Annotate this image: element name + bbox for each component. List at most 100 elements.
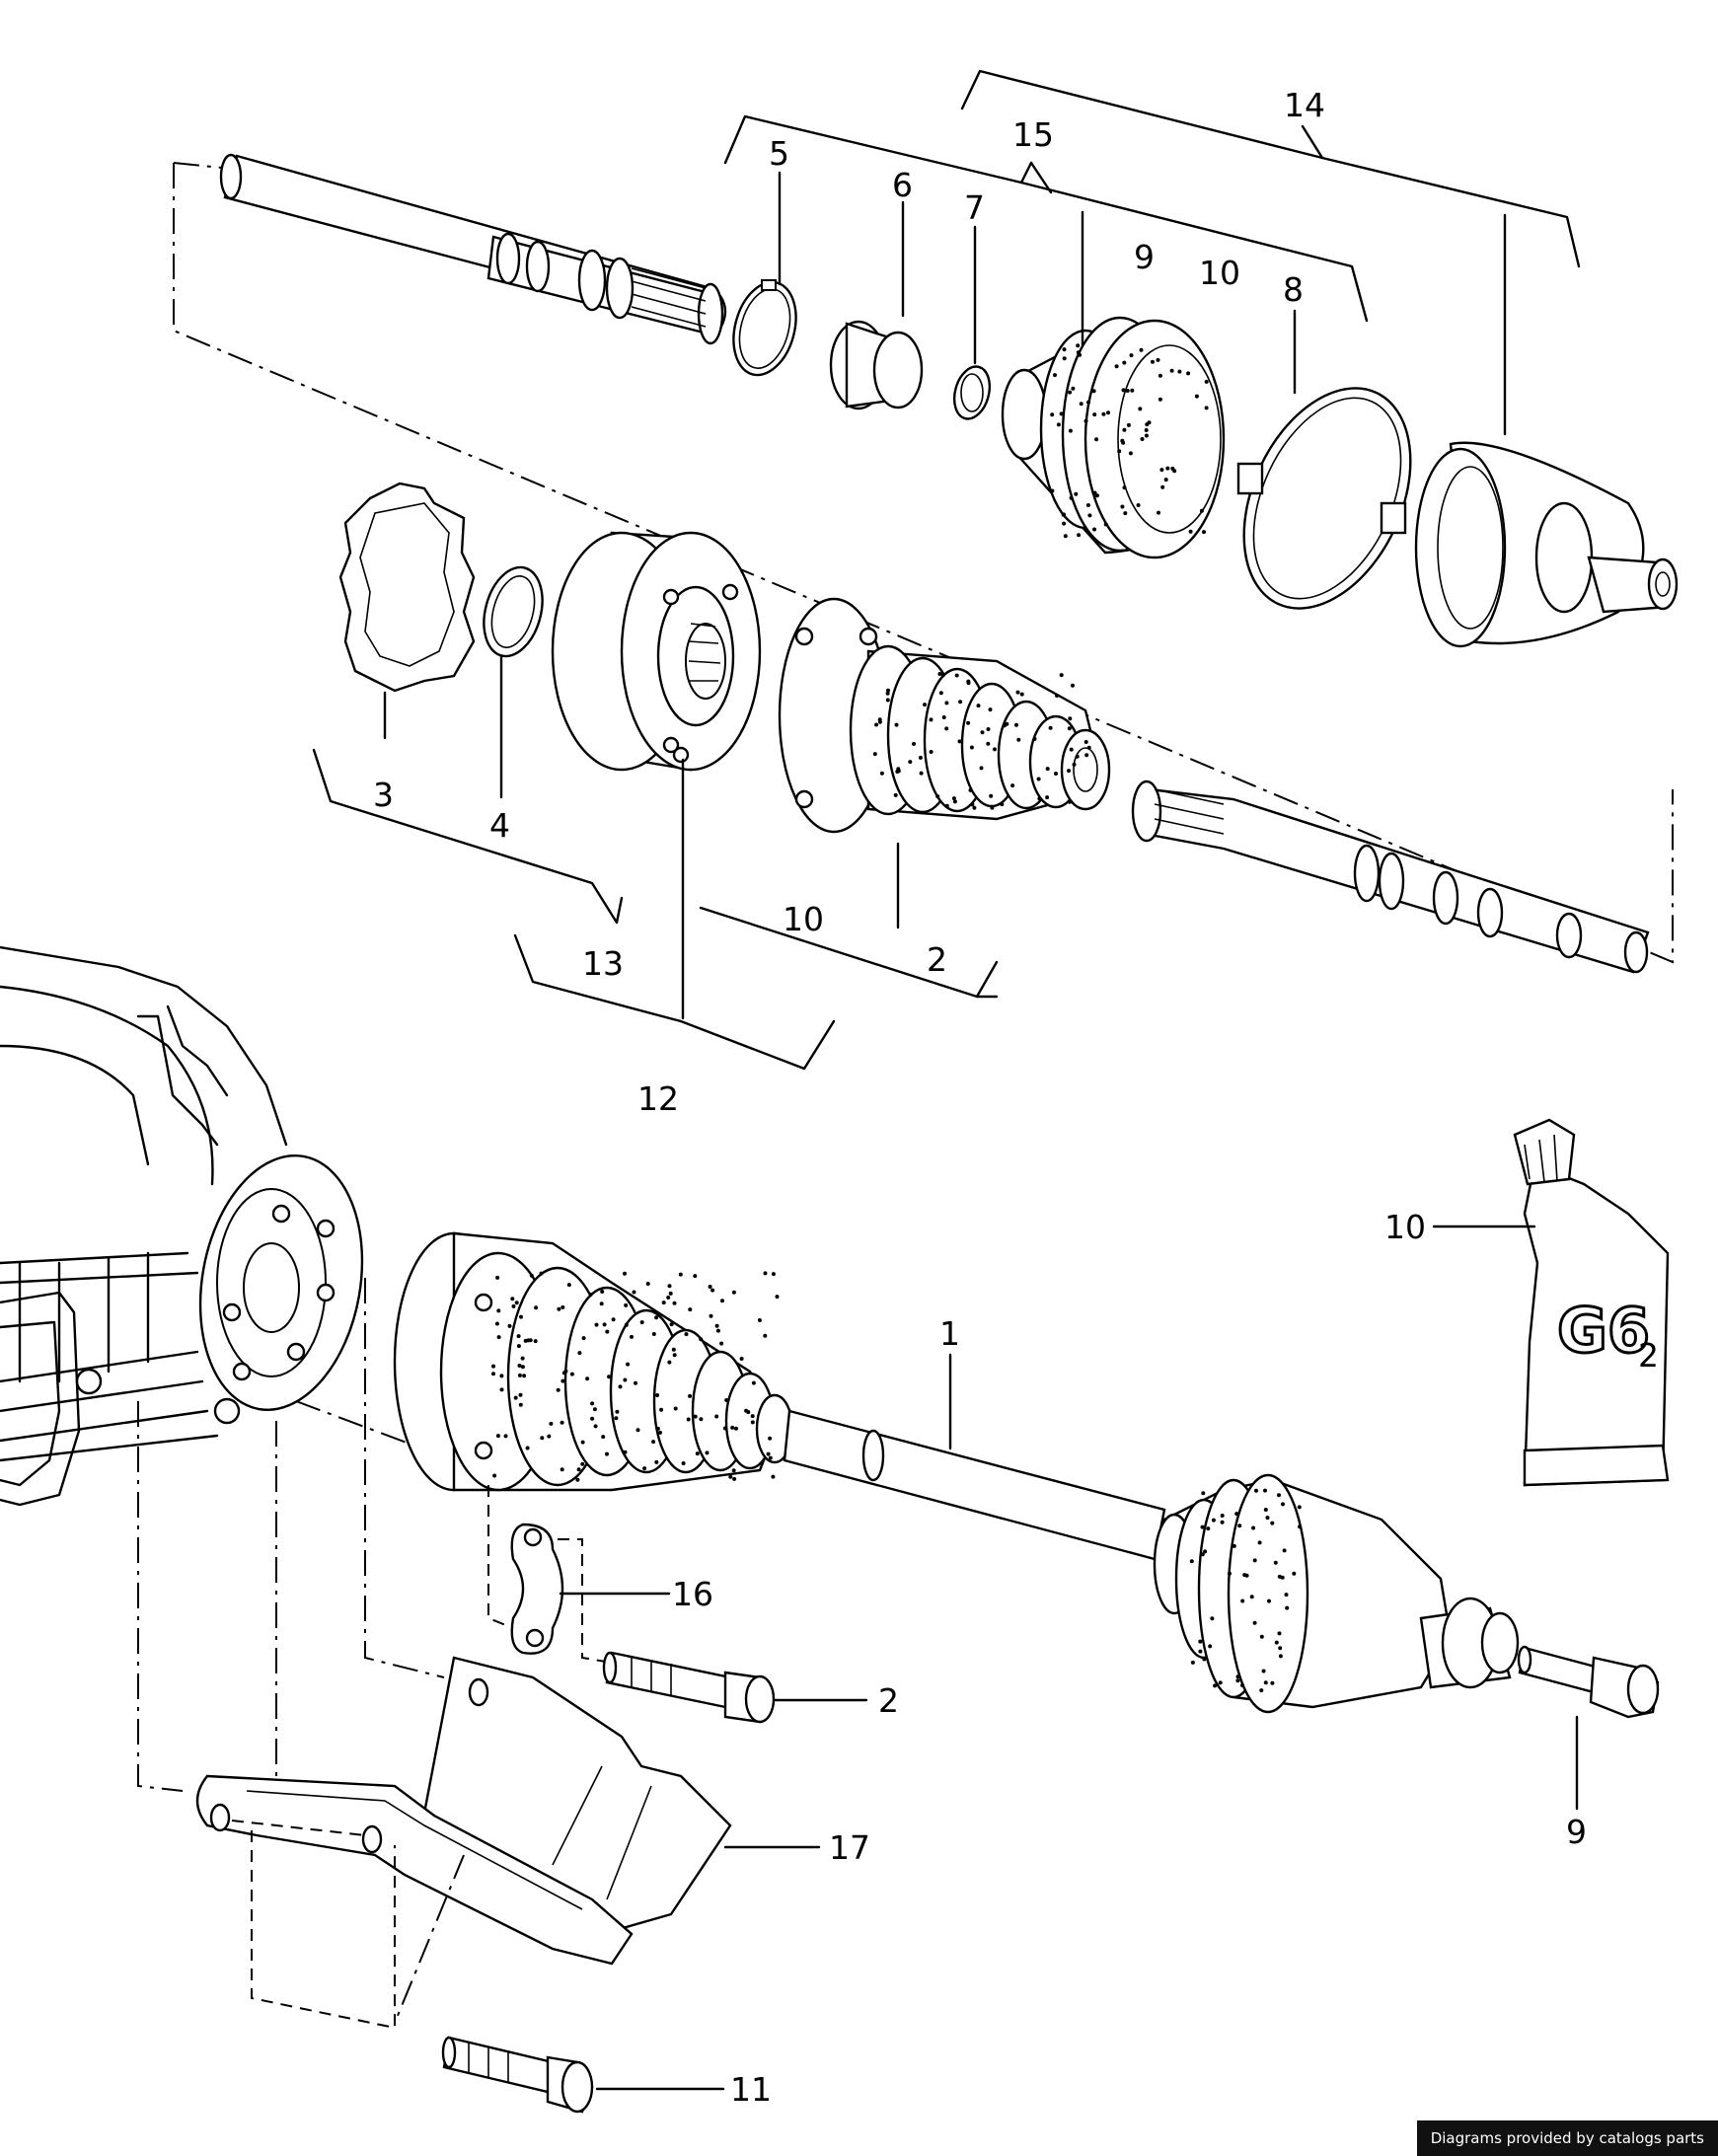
stipple-dot: [918, 755, 923, 760]
stipple-dot: [678, 1272, 683, 1277]
stipple-dot: [1237, 1524, 1242, 1528]
stipple-dot: [611, 1317, 616, 1322]
stipple-dot: [771, 1474, 776, 1479]
upper-shaft: [219, 153, 727, 345]
stipple-dot: [615, 1409, 620, 1414]
stipple-dot: [695, 1451, 700, 1456]
stipple-dot: [941, 672, 945, 677]
stipple-dot: [1128, 451, 1133, 456]
stipple-dot: [720, 1299, 724, 1303]
bolt-17: [441, 2036, 594, 2114]
bracket-guide: [251, 1830, 396, 2030]
stipple-dot: [979, 766, 984, 771]
boot-texture-upper: [1050, 343, 1209, 539]
stipple-dot: [1261, 1669, 1266, 1673]
stipple-dot: [1234, 1512, 1239, 1517]
stipple-dot: [667, 1360, 672, 1365]
stipple-dot: [1122, 485, 1127, 490]
stipple-dot: [1292, 1571, 1297, 1576]
stipple-dot: [1085, 503, 1090, 507]
stipple-dot: [693, 1274, 698, 1279]
stipple-dot: [494, 1321, 499, 1326]
stipple-dot: [715, 1328, 720, 1333]
stipple-dot: [639, 1320, 644, 1325]
stipple-dot: [522, 1374, 527, 1378]
stipple-dot: [1016, 737, 1021, 742]
stipple-dot: [1125, 389, 1130, 393]
stipple-dot: [1240, 1683, 1244, 1687]
stipple-dot: [1103, 522, 1108, 527]
stipple-dot: [1278, 1654, 1283, 1659]
stipple-dot: [1249, 1595, 1254, 1599]
stipple-dot: [1048, 725, 1053, 730]
outer-boot-14: [1001, 316, 1226, 559]
stipple-dot: [886, 688, 890, 693]
stipple-dot: [709, 1313, 713, 1318]
stipple-dot: [990, 805, 995, 810]
stipple-dot: [588, 1293, 593, 1297]
stipple-dot: [634, 1380, 637, 1385]
stipple-dot: [1106, 410, 1110, 415]
stipple-dot: [511, 1303, 516, 1308]
callout-7: 7: [964, 188, 985, 227]
circlip-4-inner: [490, 575, 536, 648]
stipple-dot: [1084, 753, 1089, 758]
callout-9-bolt: 9: [1566, 1813, 1587, 1851]
stipple-dot: [580, 1440, 585, 1445]
stipple-dot: [1045, 767, 1050, 772]
stipple-dot: [986, 727, 991, 731]
stipple-dot: [893, 792, 898, 797]
stipple-dot: [1036, 777, 1041, 781]
callout-6: 6: [892, 166, 913, 204]
stipple-dot: [1054, 772, 1058, 776]
stipple-dot: [970, 802, 975, 807]
stipple-dot: [1200, 1552, 1205, 1557]
callout-15: 16: [672, 1575, 713, 1613]
lower-guide-right: [364, 1278, 445, 1678]
stipple-dot: [1063, 534, 1068, 539]
boot-texture-middle: [872, 672, 1091, 810]
stipple-dot: [519, 1314, 523, 1319]
stipple-dot: [518, 1402, 523, 1407]
stipple-dot: [651, 1440, 656, 1445]
stipple-dot: [722, 1426, 727, 1431]
stipple-dot: [710, 1288, 715, 1293]
stipple-dot: [972, 805, 977, 810]
stipple-dot: [1122, 427, 1127, 432]
stipple-dot: [929, 717, 934, 722]
stipple-dot: [919, 771, 924, 776]
callout-10-tube: 10: [1384, 1208, 1426, 1246]
stipple-dot: [896, 767, 901, 772]
callout-1: 1: [939, 1314, 960, 1353]
stipple-dot: [1126, 422, 1131, 427]
stipple-dot: [775, 1295, 780, 1300]
stipple-dot: [624, 1322, 629, 1327]
stipple-dot: [614, 1416, 619, 1421]
stipple-dot: [732, 1476, 737, 1481]
stipple-dot: [635, 1428, 640, 1433]
stipple-dot: [590, 1416, 595, 1421]
drive-flange: [198, 1154, 364, 1411]
stipple-dot: [935, 794, 940, 799]
stipple-dot: [534, 1305, 539, 1310]
stipple-dot: [1056, 422, 1061, 427]
grease-tube-label: G6: [1557, 1295, 1650, 1367]
stipple-dot: [1068, 428, 1073, 433]
stipple-dot: [1278, 1646, 1283, 1651]
stipple-dot: [1061, 512, 1066, 517]
stipple-dot: [894, 722, 899, 727]
stipple-dot: [513, 1395, 518, 1400]
stipple-dot: [693, 1414, 698, 1419]
outer-cv-joint-13: [1414, 441, 1679, 648]
stipple-dot: [1068, 799, 1072, 804]
stipple-dot: [1086, 745, 1091, 750]
stipple-dot: [560, 1304, 565, 1309]
middle-shaft: [1131, 780, 1650, 974]
stipple-dot: [699, 1417, 704, 1422]
stipple-dot: [1189, 1559, 1194, 1564]
stipple-dot: [688, 1307, 693, 1312]
stipple-dot: [1201, 1491, 1206, 1496]
stipple-dot: [1062, 521, 1067, 526]
stipple-dot: [654, 1459, 659, 1464]
